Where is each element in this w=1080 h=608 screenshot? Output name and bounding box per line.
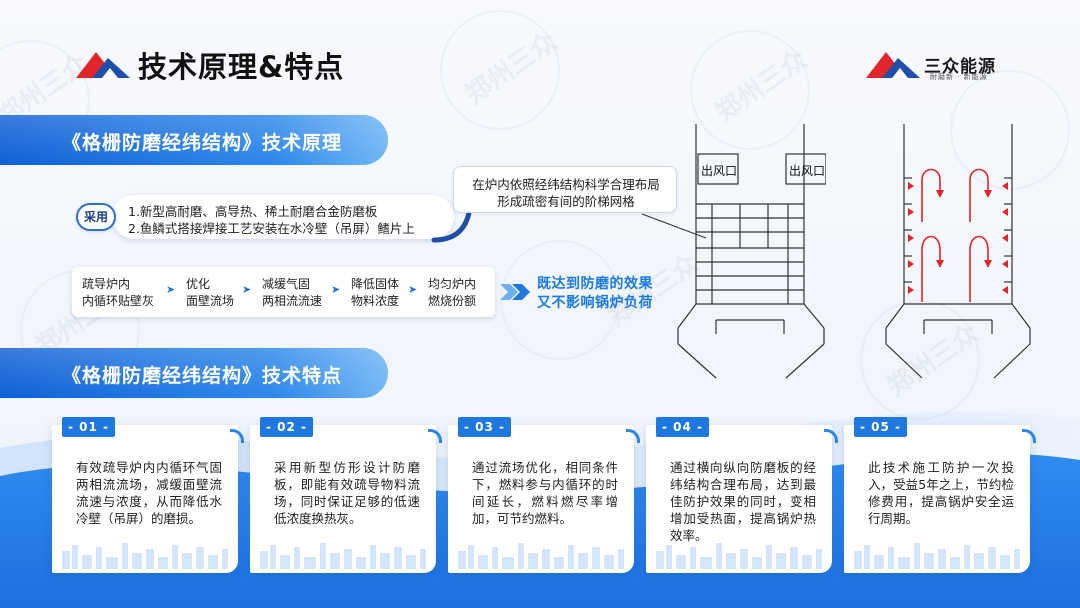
flow-step-line: 两相流流速 (262, 294, 323, 308)
skyline-decoration (260, 543, 426, 569)
card-corner-decoration (626, 429, 640, 443)
flow-step-line: 面壁流场 (186, 294, 235, 308)
card-corner-decoration (824, 429, 838, 443)
card-text: 通过横向纵向防磨板的经纬结构合理布局，达到最佳防护效果的同时，变相增加受热面，提… (670, 460, 816, 543)
brand-name: 三众能源 (924, 57, 996, 77)
skyline-decoration (62, 543, 228, 569)
feature-card-2: - 02 - 采用新型仿形设计防磨板，即能有效疏导物料流场，同时保证足够的低速低… (250, 417, 442, 573)
card-corner-decoration (230, 429, 244, 443)
callout-line: 在炉内依照经纬结构科学合理布局 (472, 177, 660, 192)
card-corner-decoration (1022, 429, 1036, 443)
flow-step-line: 均匀炉内 (428, 277, 477, 291)
flow-step-3: 减缓气固 两相流流速 (262, 276, 322, 310)
watermark-stamp (690, 30, 810, 150)
flow-arrow-icon: ➤ (242, 283, 252, 296)
section-banner-principle: 《格栅防磨经纬结构》技术原理 (0, 115, 388, 165)
section-title-principle: 《格栅防磨经纬结构》技术原理 (62, 132, 343, 154)
flow-step-line: 优化 (186, 277, 211, 291)
boiler-grid-diagram (677, 124, 826, 379)
logo-mark-icon (76, 52, 130, 78)
card-number: - 05 - (854, 417, 908, 437)
watermark-stamp (860, 300, 980, 420)
feature-card-1: - 01 - 有效疏导炉内内循环气固两相流流场，减缓面壁流流速与浓度，从而降低水… (52, 417, 244, 573)
adopt-item: 1.新型高耐磨、高导热、稀土耐磨合金防磨板 (128, 204, 378, 219)
flow-step-5: 均匀炉内 燃烧份额 (428, 276, 476, 310)
outlet-label: 出风口 (701, 164, 738, 178)
brand-logo-icon (866, 52, 920, 78)
section-title-features: 《格栅防磨经纬结构》技术特点 (62, 365, 343, 387)
card-text: 通过流场优化，相同条件下，燃料参与内循环的时间延长，燃料燃尽率增加，可节约燃料。 (472, 460, 618, 526)
flow-arrow-icon: ➤ (408, 283, 418, 296)
feature-card-3: - 03 - 通过流场优化，相同条件下，燃料参与内循环的时间延长，燃料燃尽率增加… (448, 417, 640, 573)
flow-step-4: 降低固体 物料浓度 (351, 276, 399, 310)
grid-layout-callout: 在炉内依照经纬结构科学合理布局 形成疏密有间的阶梯网格 (453, 166, 677, 213)
flow-step-line: 物料浓度 (351, 294, 400, 308)
brand-subtitle: 耐磨新 · 新能源 (930, 73, 988, 81)
skyline-decoration (458, 543, 624, 569)
section-banner-features: 《格栅防磨经纬结构》技术特点 (0, 348, 388, 398)
card-number: - 04 - (656, 417, 710, 437)
feature-card-4: - 04 - 通过横向纵向防磨板的经纬结构合理布局，达到最佳防护效果的同时，变相… (646, 417, 838, 573)
card-number: - 02 - (260, 417, 314, 437)
adopt-box (112, 195, 454, 239)
page-title: 技术原理&特点 (138, 50, 345, 84)
watermark-stamp (950, 70, 1070, 190)
flow-step-line: 疏导炉内 (82, 277, 131, 291)
result-line: 又不影响锅炉负荷 (537, 295, 653, 311)
card-number: - 03 - (458, 417, 512, 437)
feature-card-5: - 05 - 此技术施工防护一次投入，受益5年之上，节约检修费用，提高锅炉安全运… (844, 417, 1036, 573)
card-text: 采用新型仿形设计防磨板，即能有效疏导物料流场，同时保证足够的低速低浓度换热灰。 (274, 460, 420, 526)
watermark-stamp (440, 10, 560, 130)
skyline-decoration (656, 543, 822, 569)
flow-step-2: 优化 面壁流场 (186, 276, 234, 310)
card-number: - 01 - (62, 417, 116, 437)
flow-step-line: 减缓气固 (262, 277, 311, 291)
outlet-label: 出风口 (789, 164, 826, 178)
flow-step-1: 疏导炉内 内循环贴壁灰 (82, 276, 154, 310)
card-corner-decoration (428, 429, 442, 443)
flow-arrow-icon: ➤ (331, 283, 341, 296)
flow-step-line: 降低固体 (351, 277, 400, 291)
callout-line: 形成疏密有间的阶梯网格 (497, 194, 635, 209)
result-line: 既达到防磨的效果 (537, 276, 653, 292)
flow-arrow-icon: ➤ (166, 283, 176, 296)
flow-step-line: 内循环贴壁灰 (82, 294, 155, 308)
skyline-decoration (854, 543, 1020, 569)
callout-pointer-line (641, 213, 707, 239)
adopt-label: 采用 (76, 203, 116, 231)
flow-process-box (72, 267, 495, 317)
card-text: 有效疏导炉内内循环气固两相流流场，减缓面壁流流速与浓度，从而降低水冷壁（吊屏）的… (76, 460, 222, 526)
boiler-flow-diagram (885, 124, 1031, 379)
flow-step-line: 燃烧份额 (428, 294, 477, 308)
double-arrow-icon (500, 284, 530, 300)
adopt-item: 2.鱼鳞式搭接焊接工艺安装在水冷壁（吊屏）鳍片上 (128, 221, 415, 236)
card-text: 此技术施工防护一次投入，受益5年之上，节约检修费用，提高锅炉安全运行周期。 (868, 460, 1014, 526)
